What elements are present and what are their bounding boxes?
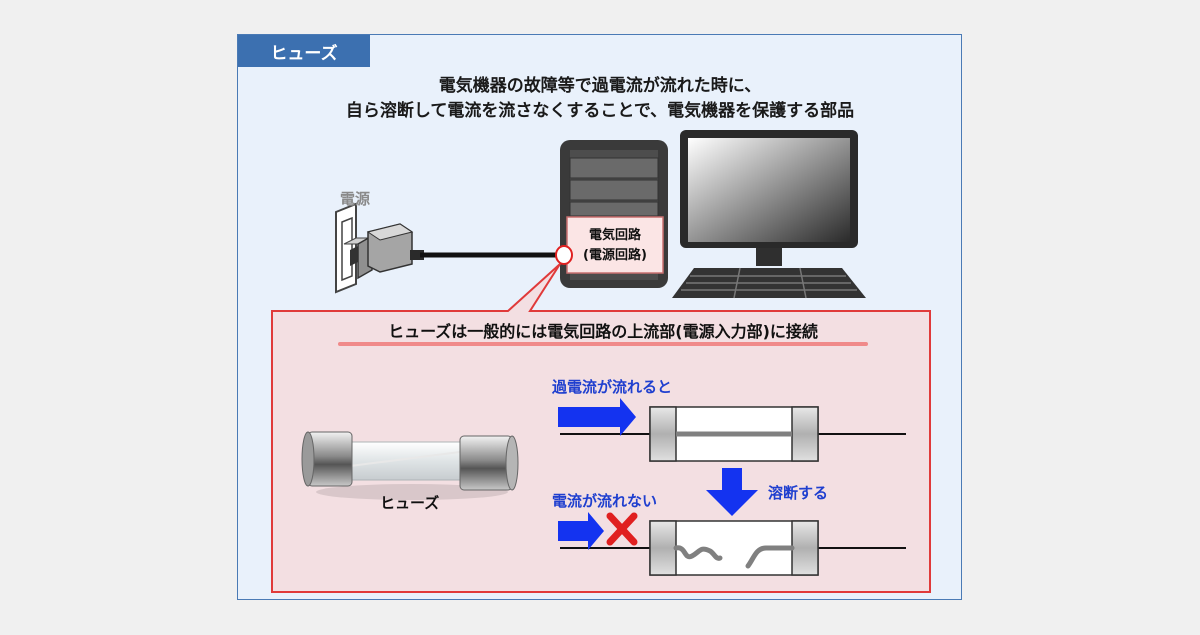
power-source-label: 電源: [340, 190, 371, 208]
cross-icon: [606, 512, 638, 546]
description-line-2: 自ら溶断して電流を流さなくすることで、電気機器を保護する部品: [345, 101, 855, 121]
keyboard-icon: [672, 267, 866, 299]
melt-label: 溶断する: [768, 484, 829, 502]
fuse-location-marker: [555, 245, 573, 265]
fuse-element-broken-left: [673, 545, 723, 561]
power-plug-icon: [357, 223, 424, 280]
callout-underline: [338, 342, 868, 346]
fuse-element-broken-right: [745, 545, 795, 569]
panel-title: ヒューズ: [238, 35, 370, 67]
pc-tower-icon: [560, 140, 668, 288]
circuit-label: 電気回路 (電源回路): [567, 226, 663, 266]
description-line-1: 電気機器の故障等で過電流が流れた時に、: [438, 76, 762, 96]
current-arrow-blocked-icon: [558, 512, 604, 550]
circuit-label-line-2: (電源回路): [583, 248, 647, 263]
fuse-diagram-blown: [560, 520, 906, 576]
fuse-photo-label: ヒューズ: [380, 494, 440, 512]
description: 電気機器の故障等で過電流が流れた時に、 自ら溶断して電流を流さなくすることで、電…: [300, 74, 900, 124]
down-arrow-icon: [706, 468, 758, 516]
electric-circuit-box: [566, 216, 664, 274]
fuse-diagram-normal: [560, 406, 906, 462]
callout-box: [271, 263, 931, 593]
monitor-icon: [680, 130, 858, 266]
no-current-label: 電流が流れない: [552, 492, 658, 510]
overcurrent-label: 過電流が流れると: [552, 378, 673, 396]
glass-fuse-photo: [301, 431, 519, 500]
circuit-label-line-1: 電気回路: [588, 228, 641, 243]
wall-outlet-icon: [335, 202, 373, 294]
callout-heading: ヒューズは一般的には電気回路の上流部(電源入力部)に接続: [388, 322, 818, 341]
current-arrow-icon: [558, 398, 636, 436]
